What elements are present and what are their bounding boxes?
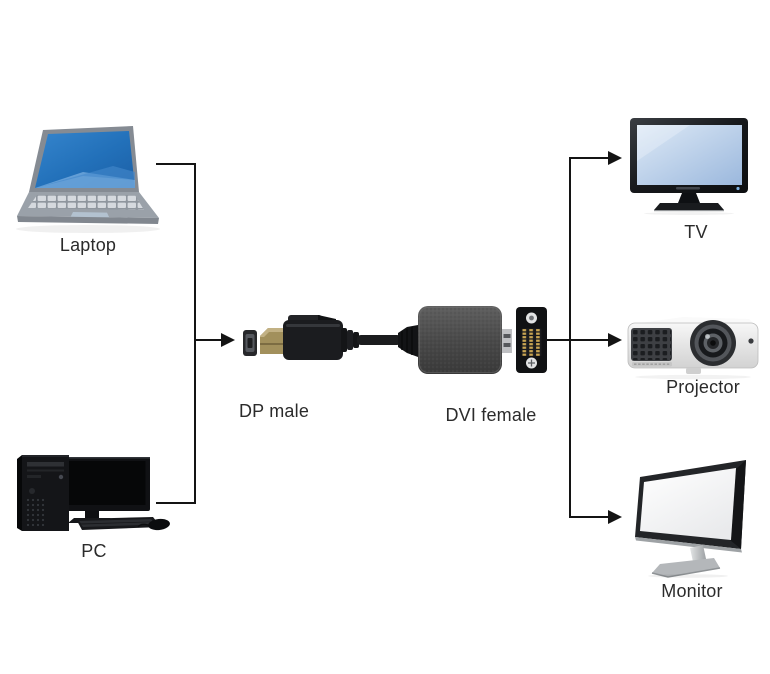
arrowhead-to-adapter-icon [221, 333, 235, 347]
pc-label: PC [81, 541, 107, 561]
dp-male-label: DP male [238, 401, 310, 421]
projector-image [627, 300, 761, 380]
line-junction-to-monitor [569, 516, 609, 518]
line-junction-to-adapter [194, 339, 222, 341]
arrowhead-to-tv-icon [608, 151, 622, 165]
laptop-label: Laptop [59, 235, 117, 255]
laptop-image [13, 118, 163, 236]
line-adapter-to-junction [546, 339, 571, 341]
line-junction-to-tv [569, 157, 609, 159]
line-laptop-to-junction [156, 163, 196, 165]
tv-image [626, 117, 750, 215]
adapter-image [230, 300, 555, 385]
projector-label: Projector [666, 377, 740, 397]
arrowhead-to-monitor-icon [608, 510, 622, 524]
projector-lens-icon [690, 320, 736, 366]
monitor-label: Monitor [661, 581, 723, 601]
dvi-female-label: DVI female [445, 405, 537, 425]
line-junction-to-projector [569, 339, 609, 341]
tv-label: TV [684, 222, 708, 242]
line-pc-to-junction [156, 502, 196, 504]
line-left-vertical [194, 163, 196, 504]
dvi-female-connector-icon [516, 307, 547, 373]
pc-image [12, 452, 192, 536]
line-right-vertical [569, 157, 571, 518]
arrowhead-to-projector-icon [608, 333, 622, 347]
monitor-image [616, 452, 768, 578]
dp-male-connector-icon [243, 330, 257, 356]
